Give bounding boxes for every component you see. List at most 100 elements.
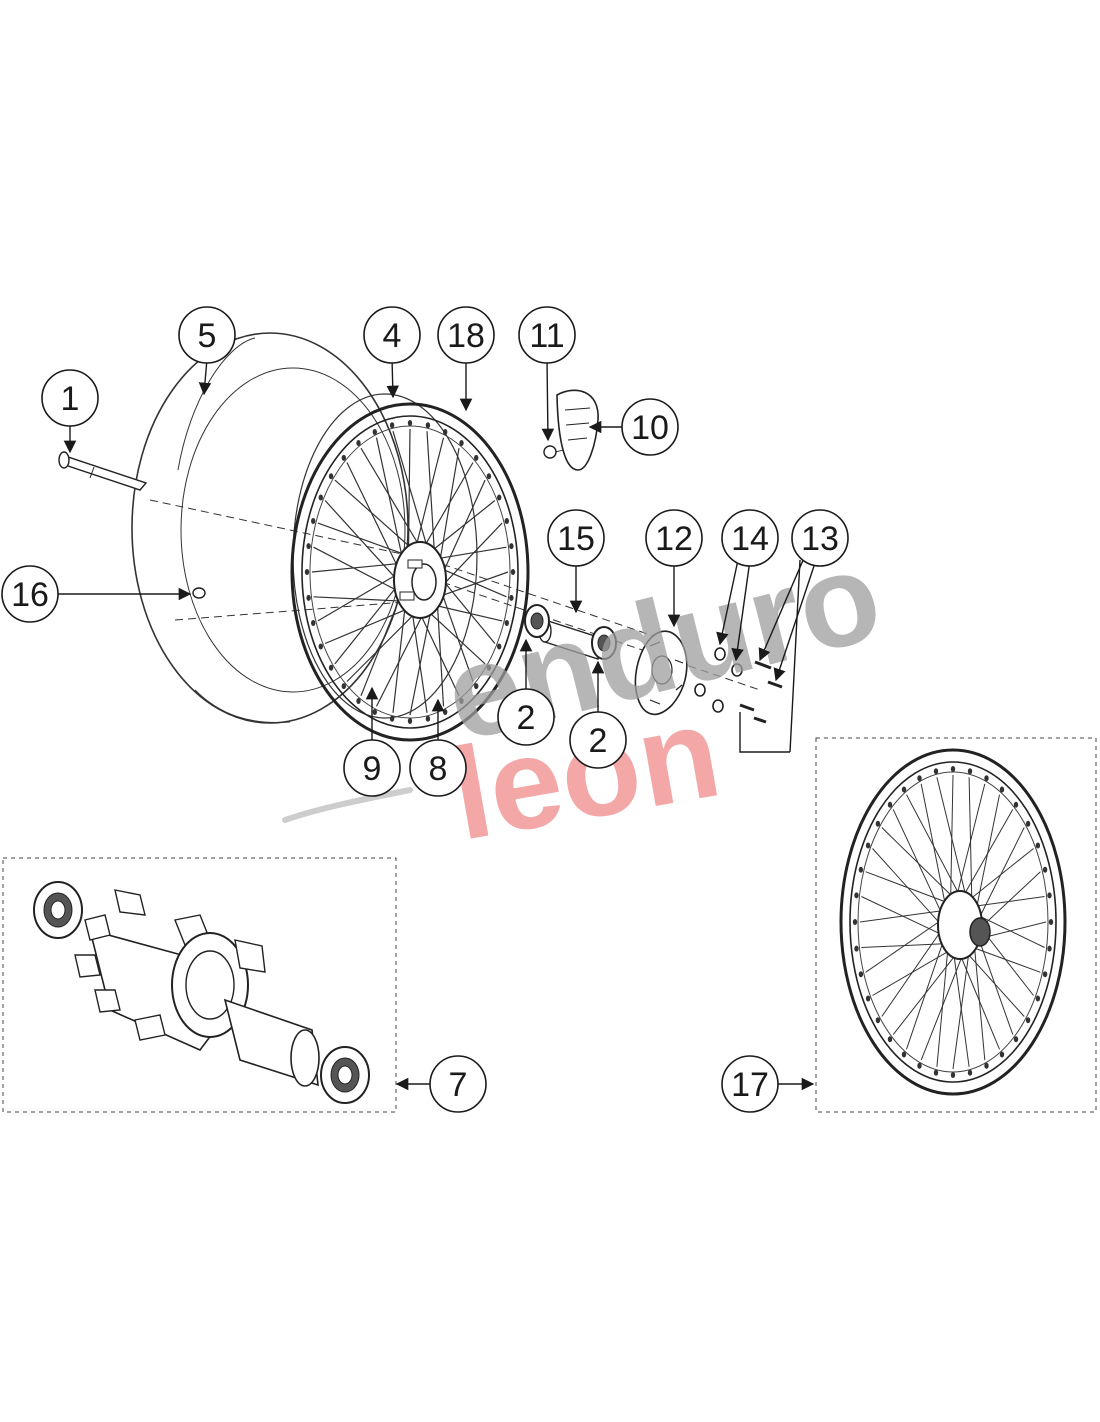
callout-label: 1	[61, 380, 80, 418]
spoke	[892, 952, 958, 1035]
spoke-nipple	[950, 1072, 956, 1078]
spoke	[415, 437, 445, 549]
callout-7: 7	[429, 1055, 487, 1113]
spoke-nipple	[875, 820, 881, 827]
spoke	[438, 448, 460, 565]
watermark: enduro leon	[282, 521, 894, 868]
nuts-part	[694, 647, 743, 713]
callout-label: 13	[801, 520, 839, 558]
spoke-nipple	[459, 698, 464, 704]
callout-circle	[645, 509, 703, 567]
spoke	[436, 599, 445, 707]
spoke-nipple	[950, 766, 956, 772]
spoke-nipple	[887, 801, 893, 808]
spoke-nipple	[341, 454, 346, 461]
spoke-nipple	[999, 786, 1005, 793]
spoke-nipple	[504, 620, 509, 626]
callout-8: 8	[409, 739, 467, 797]
spoke	[375, 437, 404, 561]
main-wheel-spokes	[311, 428, 509, 716]
callout-circle	[721, 1055, 779, 1113]
spoke	[346, 611, 418, 682]
callout-circle	[518, 306, 576, 364]
callout-label: 14	[731, 520, 769, 558]
spoke	[441, 522, 503, 587]
spoke	[407, 428, 411, 553]
callout-circle	[791, 509, 849, 567]
spoke-nipple	[854, 945, 859, 952]
callout-17: 17	[721, 1055, 779, 1113]
spoke	[426, 431, 436, 557]
spoke-nipple	[901, 786, 907, 793]
spoke-nipple	[474, 454, 479, 461]
spoke-nipple	[389, 422, 395, 429]
spoke	[346, 462, 400, 571]
spoke	[311, 562, 402, 573]
callout-label: 16	[11, 576, 49, 614]
callout-circle	[409, 739, 467, 797]
spoke-nipple	[497, 643, 502, 650]
callout-circle	[621, 398, 679, 456]
spoke-nipple	[1047, 892, 1052, 899]
valve-part	[192, 587, 206, 599]
spoke	[973, 942, 986, 1061]
callout-label: 15	[557, 520, 595, 558]
callout-2b: 2	[569, 711, 627, 769]
callout-5: 5	[178, 306, 236, 364]
complete-wheel-part	[839, 748, 1067, 1096]
spoke-nipple	[318, 494, 323, 501]
spoke	[436, 546, 507, 560]
axle-part	[58, 451, 148, 491]
bearing-left-part	[524, 604, 550, 638]
callout-label: 8	[429, 750, 448, 788]
callout-label: 2	[589, 722, 608, 760]
spoke-nipple	[311, 518, 316, 524]
spoke-nipple	[306, 594, 311, 601]
callout-2a: 2	[497, 688, 555, 746]
spoke-nipple	[984, 775, 989, 782]
spoke	[334, 479, 414, 551]
spoke-nipple	[474, 683, 479, 690]
spoke	[313, 546, 400, 593]
spoke	[872, 949, 952, 996]
callout-circle	[721, 509, 779, 567]
spoke-nipple	[999, 1051, 1005, 1058]
callout-13: 13	[791, 509, 849, 567]
spoke-nipple	[341, 683, 346, 690]
spoke	[973, 896, 1045, 907]
callout-label: 9	[363, 750, 382, 788]
spoke	[955, 783, 986, 898]
callout-label: 4	[383, 317, 402, 355]
spoke-nipple	[858, 971, 864, 978]
callout-1: 1	[41, 369, 99, 427]
complete-wheel-inset-frame	[815, 737, 1097, 1113]
callout-9: 9	[343, 739, 401, 797]
callout-label: 7	[449, 1066, 468, 1104]
spoke-nipple	[1025, 1017, 1031, 1024]
spoke	[411, 609, 428, 713]
spoke	[968, 848, 1034, 901]
spoke-nipple	[318, 643, 323, 650]
spoke	[950, 774, 954, 902]
spoke-nipple	[486, 473, 492, 480]
spoke	[360, 447, 422, 549]
spoke	[962, 809, 1014, 898]
spoke-nipple	[497, 494, 502, 501]
callout-18: 18	[437, 306, 495, 364]
spoke	[430, 500, 496, 553]
spoke-nipple	[443, 429, 448, 435]
spoke-nipple	[1042, 971, 1048, 978]
spoke-nipple	[311, 620, 316, 626]
spoke-nipple	[443, 709, 448, 715]
callout-circle	[1, 565, 59, 623]
spoke	[317, 573, 399, 622]
spoke	[375, 611, 425, 707]
spoke	[441, 479, 486, 576]
spoke	[418, 611, 460, 697]
spoke-nipple	[510, 569, 516, 575]
callout-circle	[429, 1055, 487, 1113]
spoke	[438, 571, 509, 598]
spoke-nipple	[917, 775, 922, 782]
callout-14: 14	[721, 509, 779, 567]
